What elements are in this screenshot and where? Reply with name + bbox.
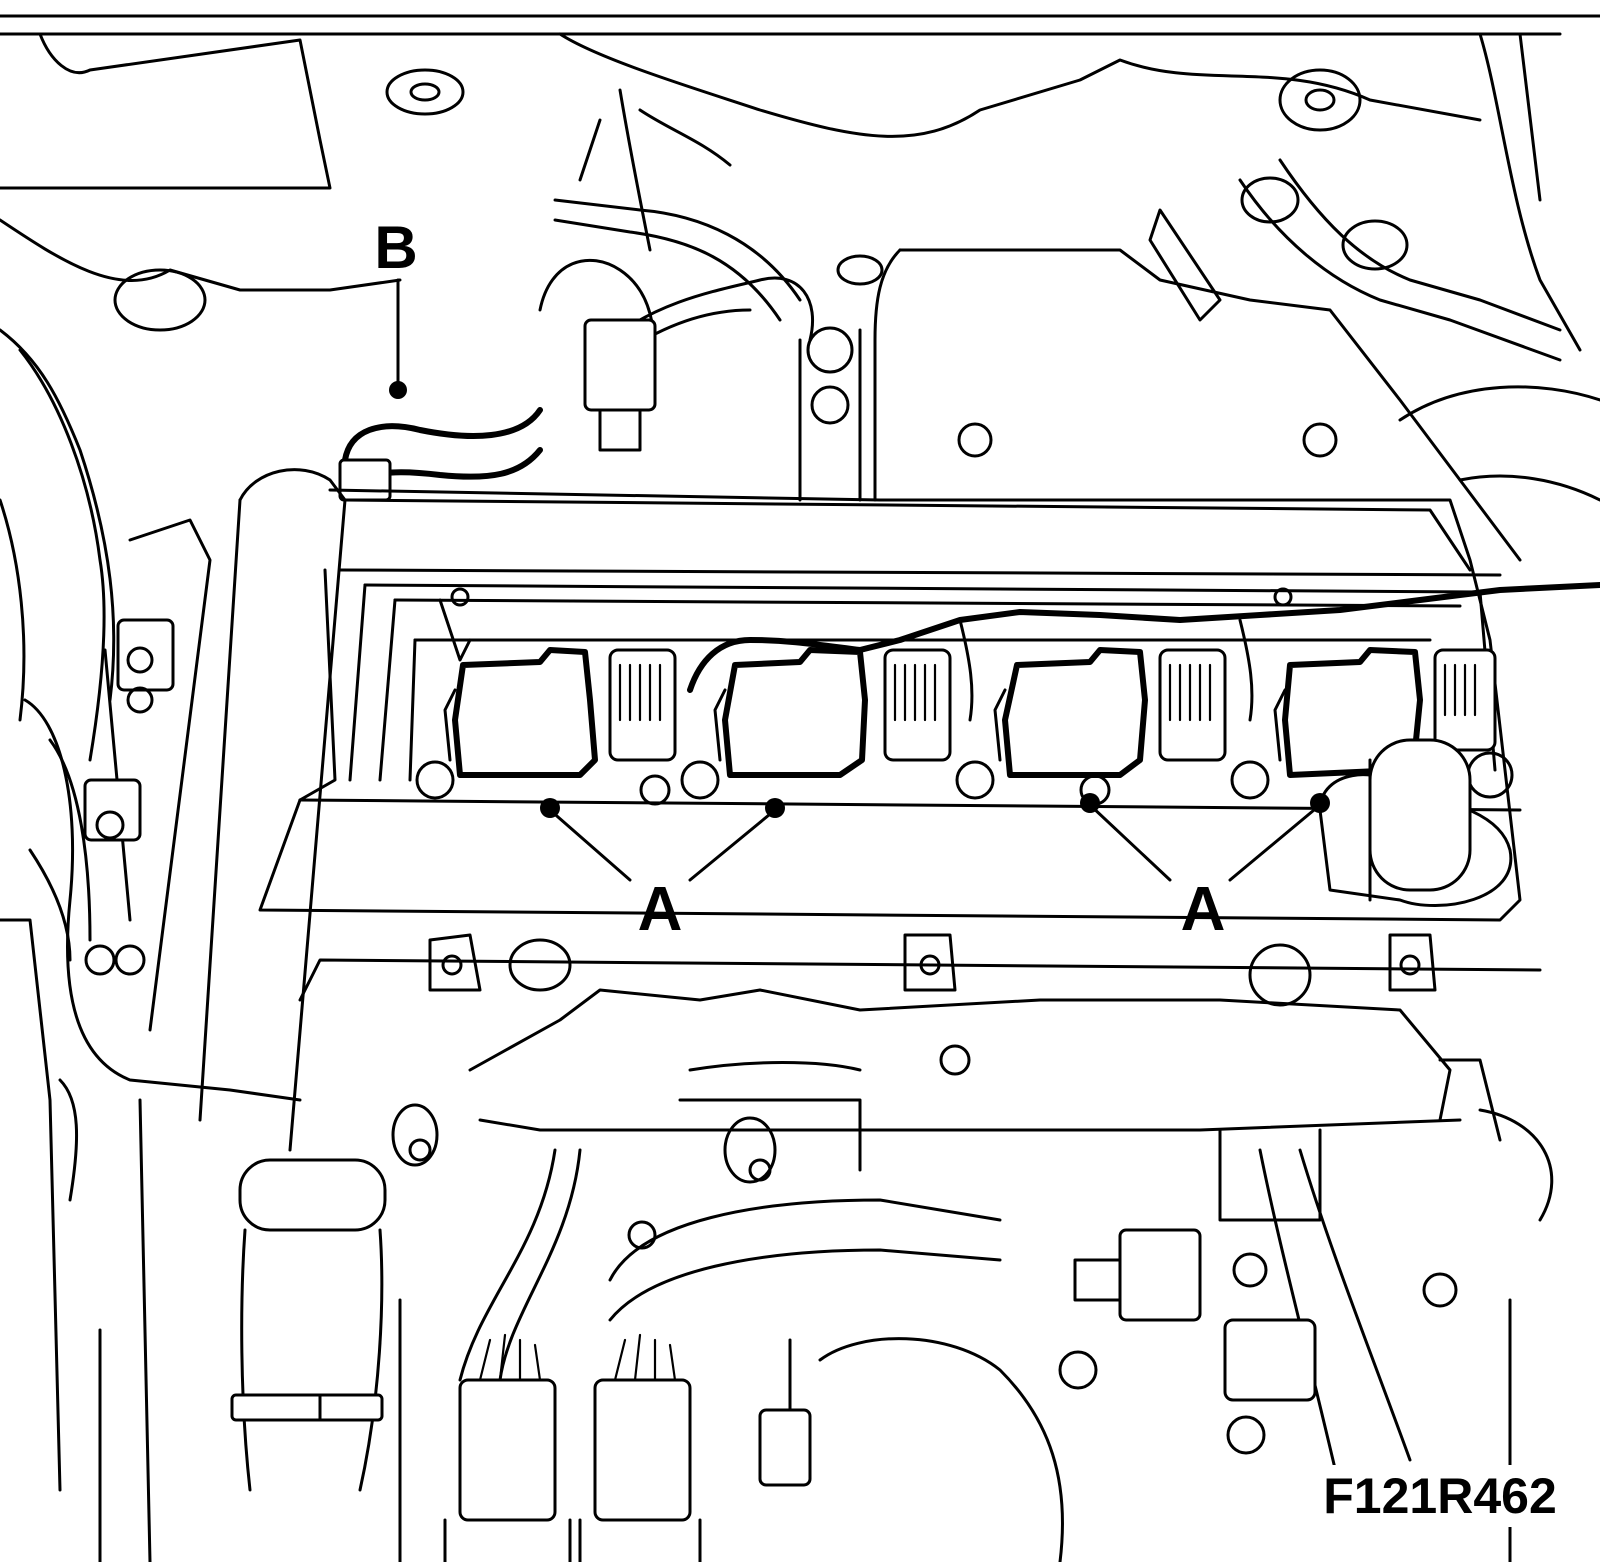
intake-manifold: [298, 933, 1542, 1132]
leader-line-a1: [548, 808, 632, 882]
ignition-coils: [443, 647, 1423, 778]
leader-dot-a3: [1080, 793, 1100, 813]
cover-bolts: [415, 751, 1514, 806]
leader-dot-a4: [1310, 793, 1330, 813]
leader-dot-a2: [765, 798, 785, 818]
leader-line-a3: [1088, 803, 1172, 882]
callout-label-a-right: A: [1181, 875, 1226, 944]
leader-line-a4: [1228, 803, 1322, 882]
coil-connectors: [608, 648, 1497, 762]
coil-harness-wire: [687, 582, 1600, 722]
figure-code-background: [1305, 1465, 1575, 1527]
left-pipe-and-harness: [0, 468, 347, 1492]
upper-bay-components: [0, 32, 1582, 762]
leader-dot-a1: [540, 798, 560, 818]
leader-dot-b: [389, 381, 407, 399]
callout-label-b: B: [374, 214, 417, 281]
leader-line-a2: [688, 808, 777, 882]
oil-filler-cap: [1318, 738, 1513, 907]
callout-label-a-left: A: [638, 875, 683, 944]
figure-code: F121R462: [1323, 1468, 1557, 1524]
lower-plumbing: [98, 1058, 1554, 1562]
valve-cover: [258, 488, 1522, 922]
right-housing: [873, 158, 1600, 562]
center-hose-bundle: [538, 88, 884, 502]
